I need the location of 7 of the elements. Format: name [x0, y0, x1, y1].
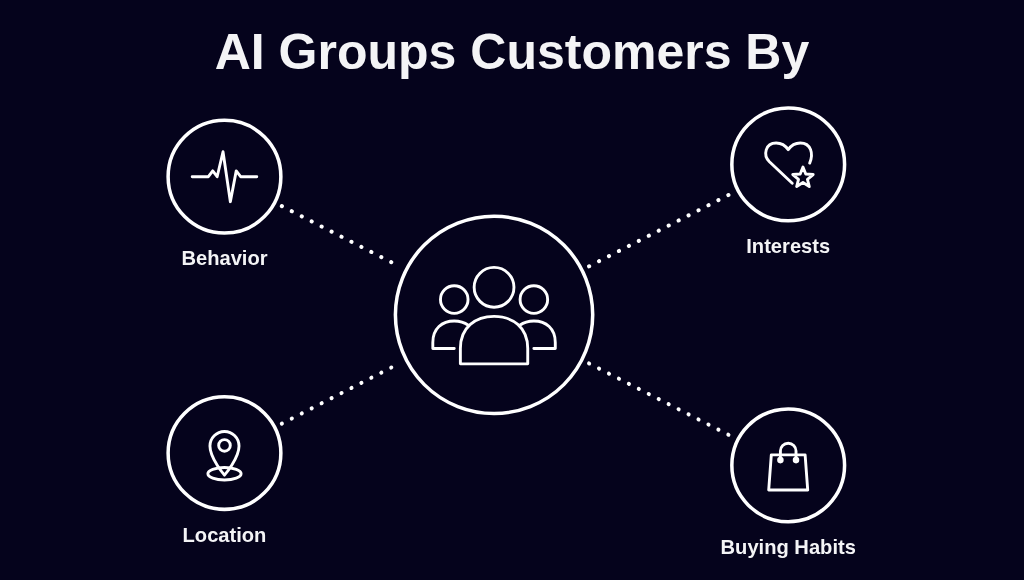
- node-label: Buying Habits: [720, 535, 856, 558]
- node-label: Behavior: [181, 247, 268, 270]
- connector: [587, 361, 733, 438]
- connector: [587, 191, 733, 269]
- title: AI Groups Customers By: [213, 23, 811, 82]
- node-label: Interests: [746, 234, 831, 258]
- node-label: Location: [182, 523, 267, 546]
